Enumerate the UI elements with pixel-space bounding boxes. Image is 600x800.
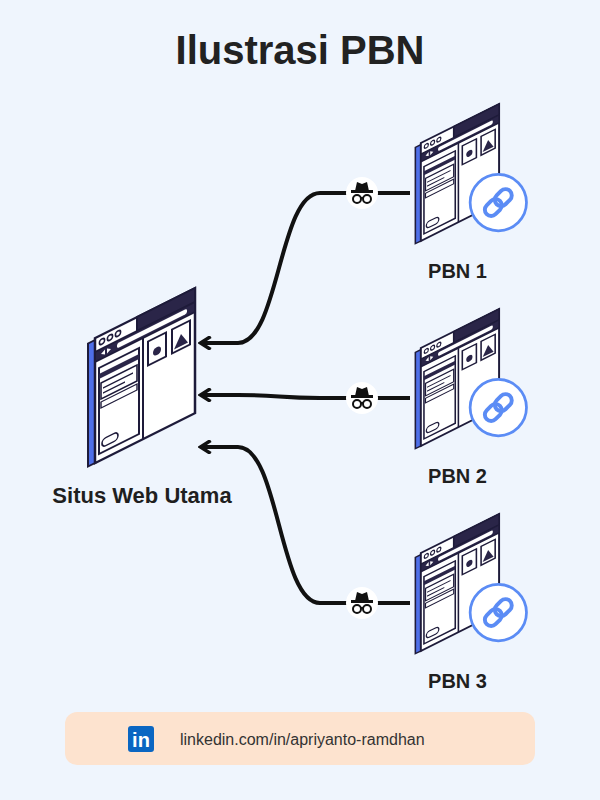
footer-box	[65, 712, 535, 765]
link-connector-group	[202, 193, 410, 343]
node-label: Situs Web Utama	[22, 483, 262, 509]
node-label: PBN 2	[398, 465, 518, 488]
incognito-icon	[346, 587, 378, 619]
browser-illustration	[413, 305, 503, 446]
browser-window-node: PBN 1	[410, 100, 505, 290]
profile-link: linkedin.com/in/apriyanto-ramdhan	[180, 731, 425, 749]
incognito-icon	[346, 177, 378, 209]
diagram-title: Ilustrasi PBN	[0, 28, 600, 73]
backlink-arrow	[202, 447, 410, 603]
linkedin-logo	[128, 726, 154, 752]
node-label: PBN 3	[398, 670, 518, 693]
incognito-icon	[346, 382, 378, 414]
link-icon	[470, 379, 526, 435]
backlink-arrow	[202, 193, 410, 343]
browser-illustration	[413, 100, 503, 241]
link-icon	[470, 584, 526, 640]
logo-text: in	[128, 726, 154, 752]
browser-window-node: Situs Web Utama	[82, 283, 202, 523]
link-connector-group	[202, 395, 410, 398]
browser-window-node: PBN 3	[410, 510, 505, 700]
link-connector-group	[202, 447, 410, 603]
link-icon	[470, 174, 526, 230]
backlink-arrow	[202, 395, 410, 398]
browser-illustration	[85, 283, 200, 463]
node-label: PBN 1	[398, 260, 518, 283]
browser-illustration	[413, 510, 503, 651]
browser-window-node: PBN 2	[410, 305, 505, 495]
